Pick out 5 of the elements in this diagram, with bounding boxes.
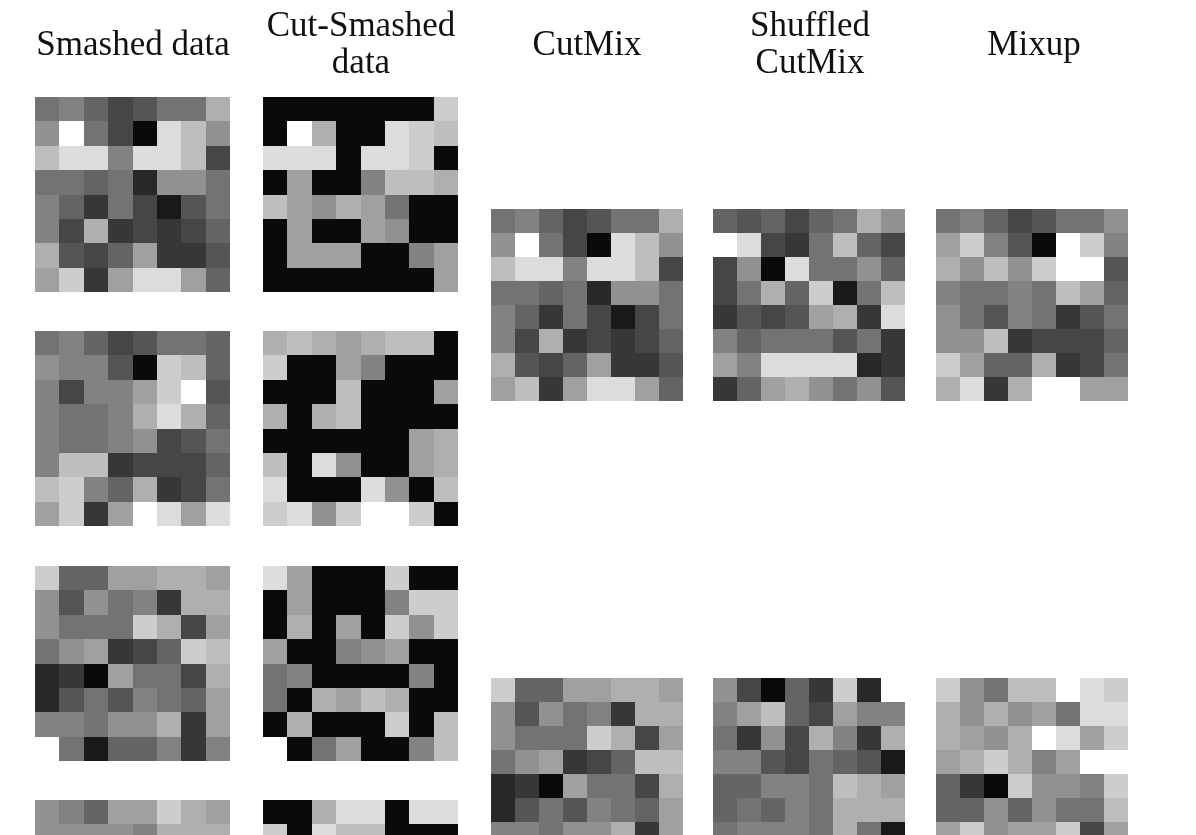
column-header: Mixup: [987, 24, 1081, 62]
column-header: Cut-Smashed data: [265, 6, 457, 80]
column-header: Shuffled CutMix: [749, 6, 871, 80]
column-header: Smashed data: [36, 24, 230, 62]
column-header: CutMix: [532, 24, 642, 62]
